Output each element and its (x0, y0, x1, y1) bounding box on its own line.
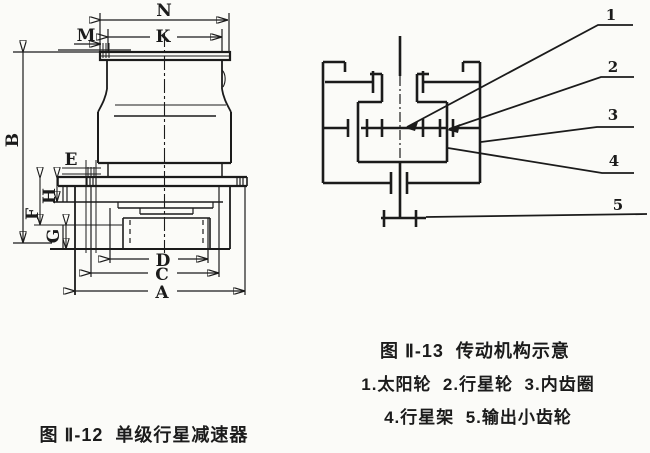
dimension-K (108, 29, 223, 51)
dim-label-K: K (156, 27, 172, 47)
gear-train-schematic: 1 2 3 4 5 (321, 6, 648, 227)
right-figure-legend-row-1: 1.太阳轮 2.行星轮 3.内齿圈 (361, 375, 595, 394)
dim-label-E: E (65, 150, 78, 170)
leader-line-3 (480, 126, 634, 143)
part-number-1: 1 (606, 6, 616, 24)
dimension-A (75, 187, 246, 295)
right-figure-caption: 图 Ⅱ-13 传动机构示意 (380, 341, 570, 361)
dim-label-C: C (155, 265, 169, 285)
leader-line-2 (448, 76, 634, 130)
dim-label-G: G (44, 229, 64, 244)
part-number-5: 5 (613, 196, 623, 214)
leader-arrow-2 (447, 124, 460, 133)
lower-housing (50, 160, 231, 295)
reducer-body-outline (87, 50, 232, 177)
part-number-4: 4 (609, 152, 619, 170)
leader-arrow-1 (405, 122, 418, 131)
dimension-B (13, 52, 100, 244)
part-number-3: 3 (608, 106, 618, 124)
dim-label-B: B (3, 133, 23, 147)
dim-label-D: D (156, 251, 171, 271)
right-figure-legend-row-2: 4.行星架 5.输出小齿轮 (384, 408, 572, 427)
reducer-section-drawing: N K M B E (3, 1, 248, 303)
dimension-C (91, 187, 220, 277)
dimension-F (34, 178, 122, 226)
part-number-2: 2 (608, 58, 618, 76)
dim-label-A: A (154, 283, 169, 303)
dim-label-M: M (77, 26, 96, 46)
leader-line-1 (406, 24, 633, 128)
planet-carrier (356, 100, 449, 164)
output-pinion (381, 210, 426, 227)
dim-label-H: H (40, 188, 60, 204)
leader-lines (405, 24, 648, 218)
dimension-D (110, 208, 209, 263)
planet-gear-upper (325, 71, 480, 102)
leader-line-4 (447, 147, 634, 174)
dim-label-F: F (23, 208, 43, 220)
dim-label-N: N (156, 1, 172, 21)
leader-line-5 (425, 213, 648, 218)
left-figure-caption: 图 Ⅱ-12 单级行星减速器 (39, 425, 249, 445)
